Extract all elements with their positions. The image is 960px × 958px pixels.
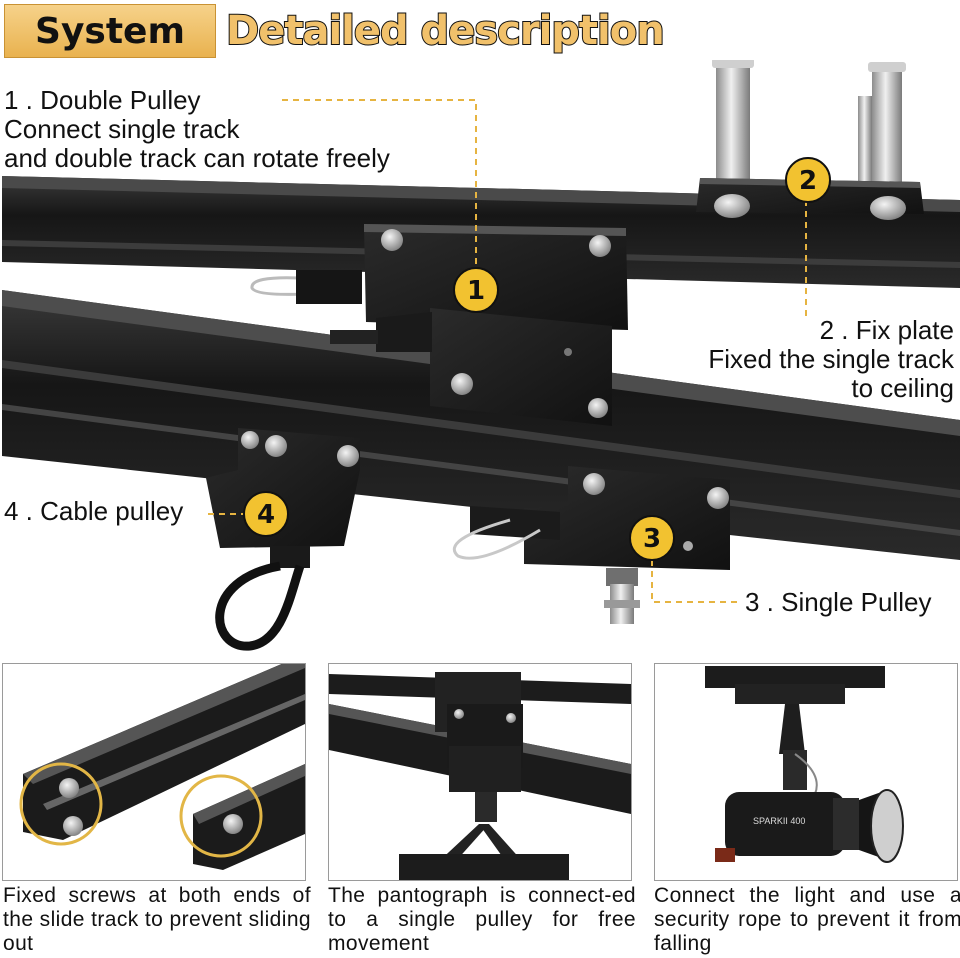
fix-plate [696, 60, 924, 220]
callout-1-title: 1 . Double Pulley [4, 85, 201, 115]
panel-track-screws [2, 663, 306, 881]
highlight-circle-left [19, 762, 103, 846]
track-end-illustration [19, 664, 305, 870]
callout-1-line-3: and double track can rotate freely [4, 143, 390, 173]
panel-light: SPARKII 400 [654, 663, 958, 881]
system-label: System [35, 10, 185, 52]
marker-2: 2 [785, 157, 831, 203]
marker-4: 4 [243, 491, 289, 537]
hero-product-illustration [2, 60, 960, 651]
callout-2-line-3: to ceiling [851, 373, 954, 403]
callout-double-pulley: 1 . Double Pulley Connect single track a… [4, 86, 390, 173]
panel-pantograph [328, 663, 632, 881]
marker-2-number: 2 [799, 166, 817, 196]
panel-3-caption: Connect the light and use a security rop… [654, 884, 960, 955]
page-title-text: Detailed description [225, 7, 666, 55]
callout-4-title: 4 . Cable pulley [4, 496, 184, 526]
system-badge: System [4, 4, 216, 58]
callout-3-title: 3 . Single Pulley [745, 587, 932, 617]
highlight-circle-right [179, 774, 263, 858]
screw-icon [223, 814, 243, 834]
callout-1-line-2: Connect single track [4, 114, 240, 144]
screw-icon [59, 778, 79, 798]
page-title: Detailed description [225, 2, 666, 60]
light-model-label: SPARKII 400 [753, 816, 805, 826]
marker-3: 3 [629, 515, 675, 561]
single-pulley [452, 466, 730, 624]
marker-1-number: 1 [467, 276, 485, 306]
panel-1-caption: Fixed screws at both ends of the slide t… [3, 884, 311, 955]
screw-icon [63, 816, 83, 836]
callout-2-line-2: Fixed the single track [708, 344, 954, 374]
callout-fix-plate: 2 . Fix plate Fixed the single track to … [708, 316, 954, 403]
marker-4-number: 4 [257, 500, 275, 530]
marker-1: 1 [453, 267, 499, 313]
leader-lines [208, 99, 807, 603]
marker-3-number: 3 [643, 524, 661, 554]
callout-cable-pulley: 4 . Cable pulley [4, 497, 183, 526]
studio-light-illustration: SPARKII 400 [705, 666, 904, 863]
callout-single-pulley: 3 . Single Pulley [745, 588, 931, 617]
double-pulley [250, 224, 628, 426]
pantograph-illustration [329, 672, 631, 880]
callout-2-title: 2 . Fix plate [819, 315, 954, 345]
panel-2-caption: The pantograph is connect-ed to a single… [328, 884, 636, 955]
